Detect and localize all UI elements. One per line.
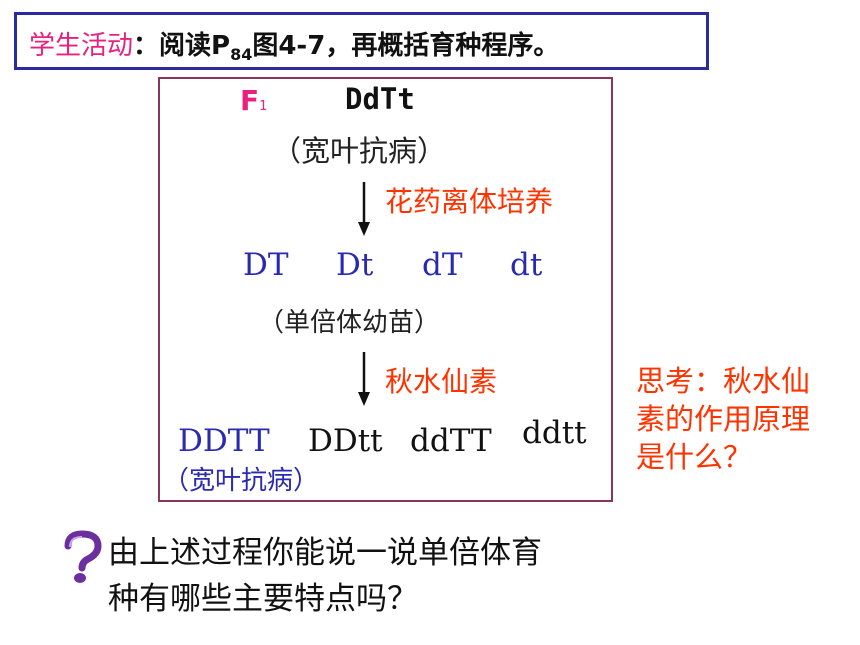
diploid-ddtt-2: DDtt [308, 423, 383, 459]
think-line-3: 是什么？ [636, 440, 753, 474]
question-line-2: 种有哪些主要特点吗？ [108, 581, 418, 617]
instruction-post: 图4-7，再概括育种程序。 [252, 31, 560, 61]
f1-label: F1 [240, 84, 268, 117]
diploid-ddtt-4: ddtt [522, 415, 587, 451]
question-mark-icon [64, 530, 102, 583]
think-line-1: 思考：秋水仙 [636, 364, 811, 398]
haploid-note: （单倍体幼苗） [258, 308, 441, 338]
down-arrow-icon [358, 352, 370, 406]
step-anther-culture: 花药离体培养 [385, 185, 554, 218]
activity-label: 学生活动 [29, 31, 134, 61]
breeding-diagram-box [158, 77, 613, 502]
f1-phenotype: （宽叶抗病） [272, 134, 447, 168]
step-colchicine: 秋水仙素 [385, 365, 498, 398]
f1-genotype: DdTt [345, 82, 415, 116]
diploid-note: （宽叶抗病） [163, 466, 320, 496]
haploid-dt-1: DT [243, 247, 289, 283]
activity-header: 学生活动：阅读P84图4-7，再概括育种程序。 [14, 12, 709, 70]
instruction-pre: ：阅读P [133, 31, 231, 61]
haploid-dt-4: dt [510, 247, 543, 283]
think-question: 思考：秋水仙 素的作用原理 是什么？ [636, 362, 851, 476]
haploid-dt-3: dT [422, 247, 463, 283]
page-subscript: 84 [230, 45, 253, 64]
question-line-1: 由上述过程你能说一说单倍体育 [108, 535, 542, 571]
activity-instruction: 学生活动：阅读P84图4-7，再概括育种程序。 [29, 25, 559, 64]
haploid-dt-2: Dt [336, 247, 374, 283]
think-line-2: 素的作用原理 [636, 402, 811, 436]
down-arrow-icon [358, 182, 370, 236]
diploid-ddtt-3: ddTT [410, 423, 492, 459]
diploid-ddtt-1: DDTT [178, 423, 270, 459]
question-text: 由上述过程你能说一说单倍体育 种有哪些主要特点吗？ [108, 530, 668, 622]
